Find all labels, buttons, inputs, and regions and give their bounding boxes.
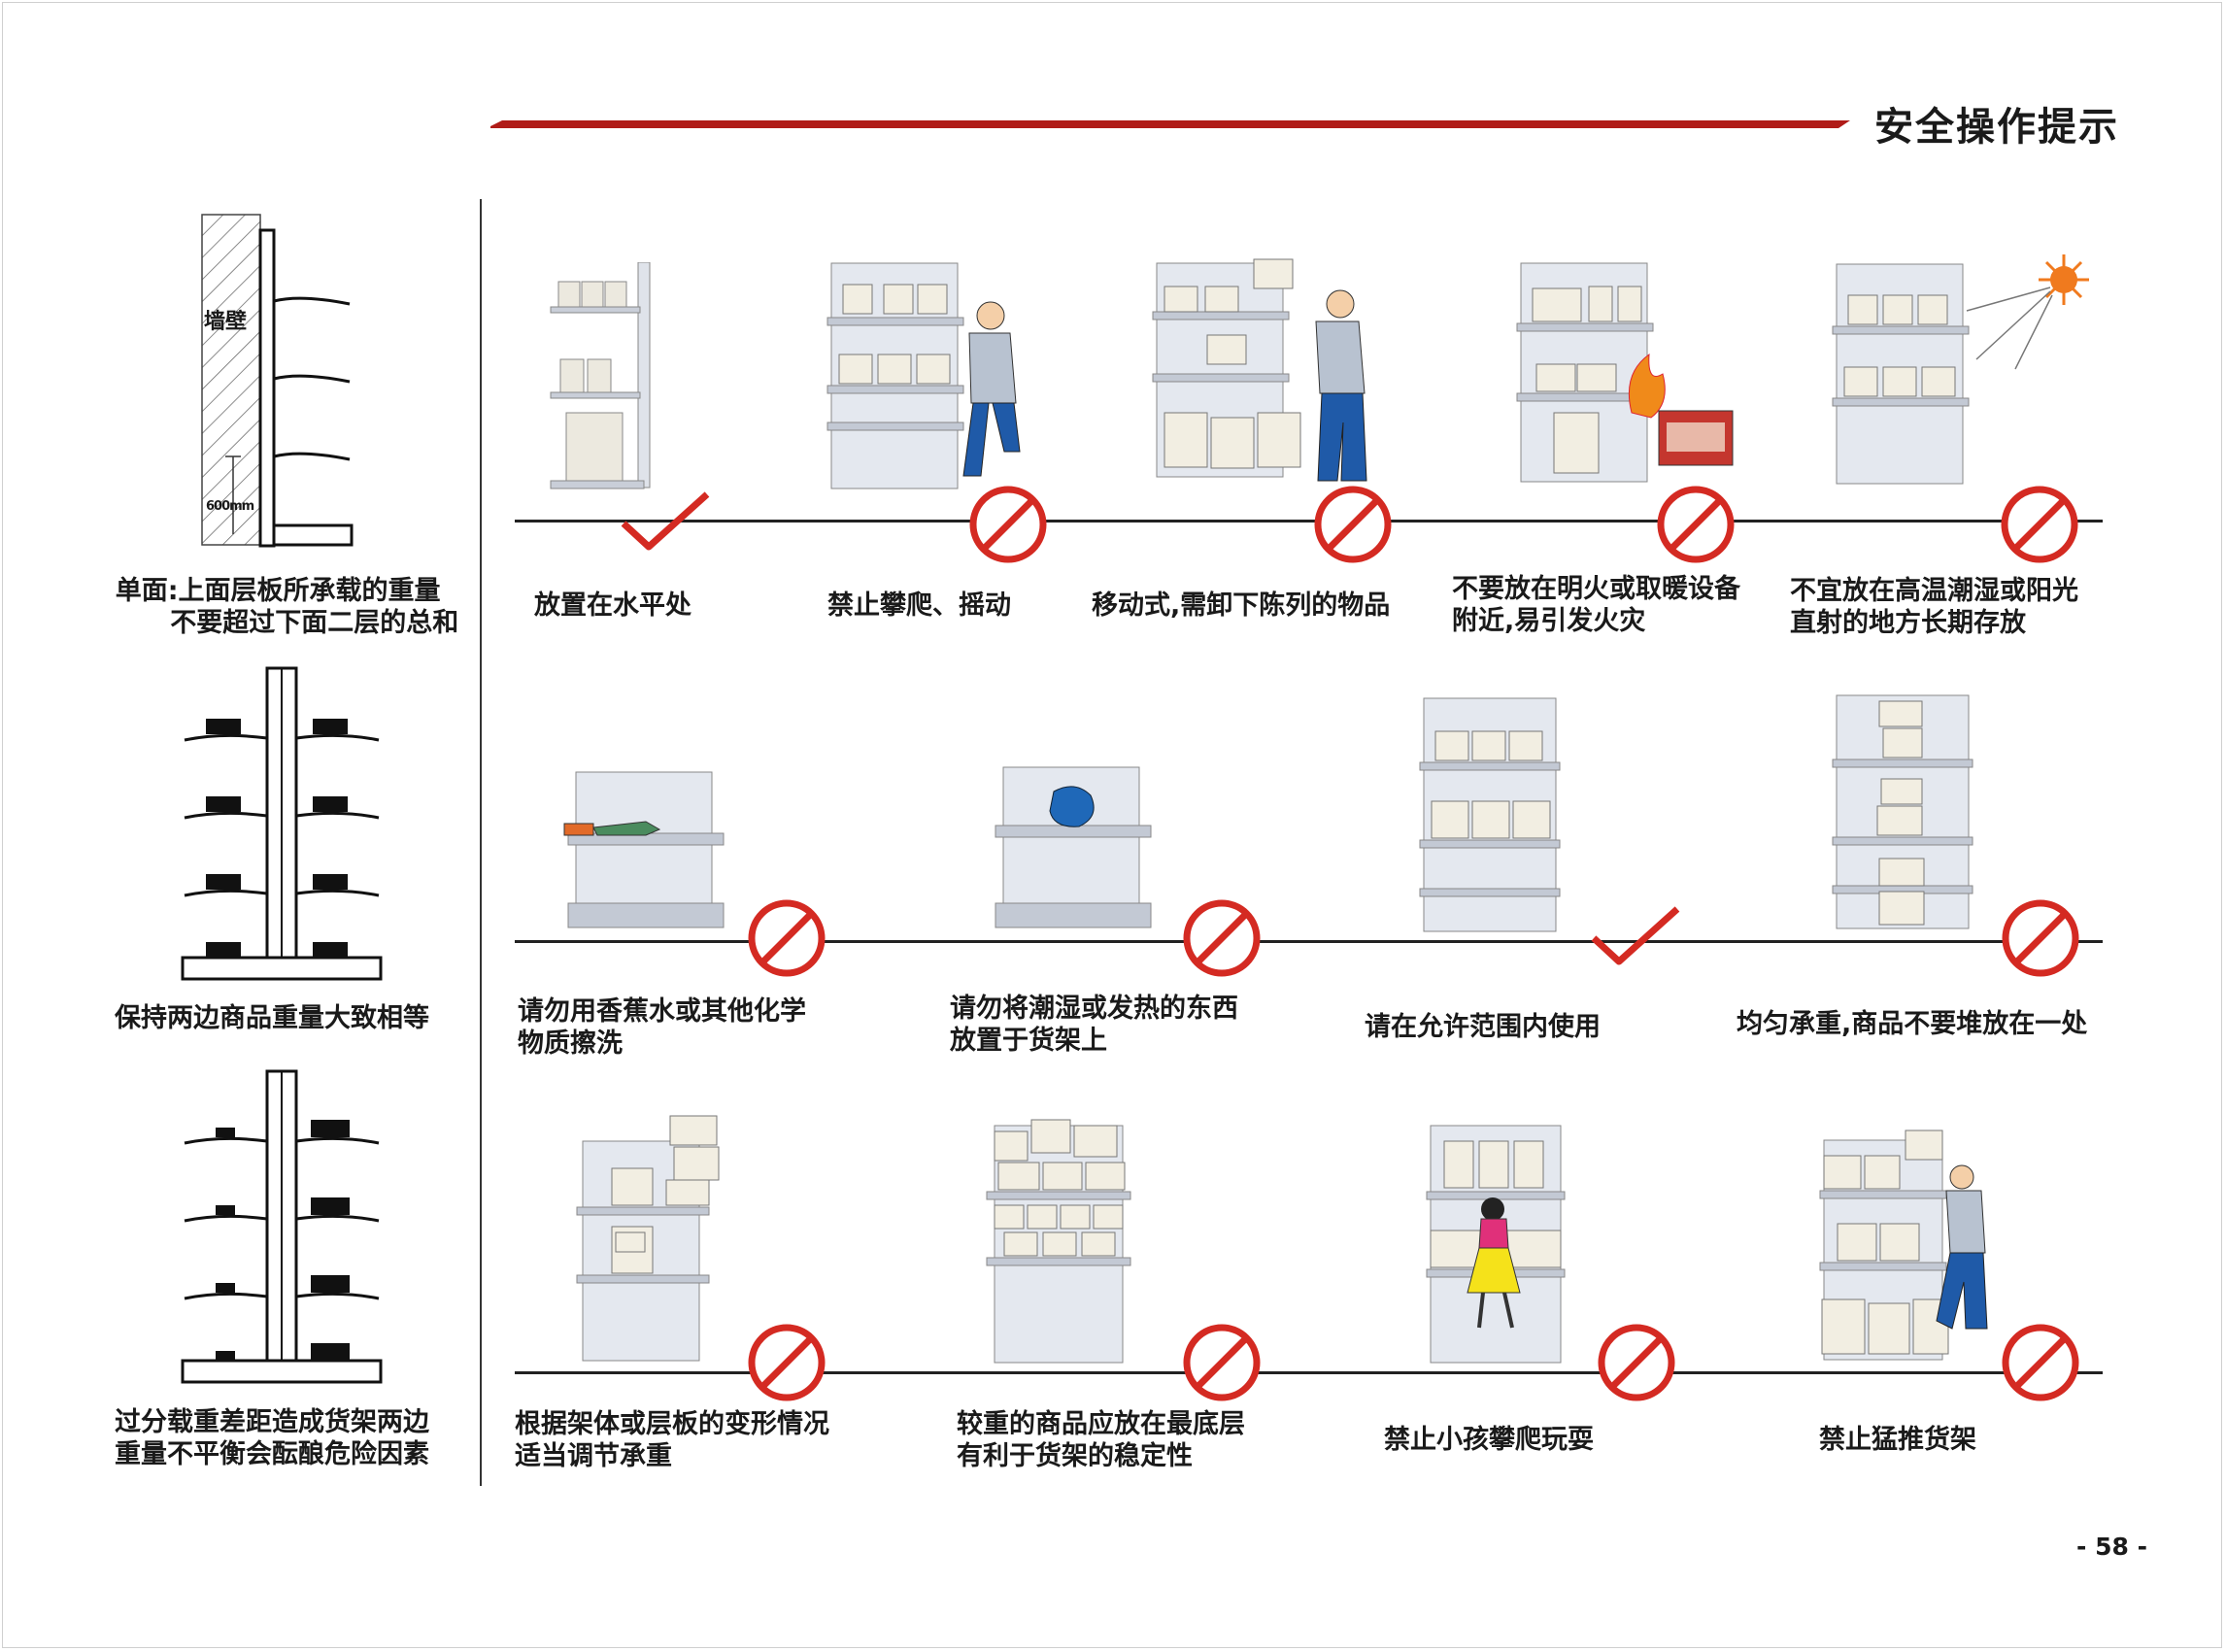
prohibited-icon xyxy=(1183,899,1261,977)
tip-caption-9: 均匀承重,商品不要堆放在一处 xyxy=(1737,1009,2088,1039)
prohibited-icon xyxy=(1598,1324,1675,1401)
prohibited-icon xyxy=(2001,486,2078,563)
wall-label: 墙壁 xyxy=(204,310,248,334)
permitted-load-illustration xyxy=(1419,697,1561,932)
tip-caption-1: 放置在水平处 xyxy=(534,590,691,621)
column-divider xyxy=(480,199,482,1486)
prohibited-icon xyxy=(969,486,1047,563)
deformation-load-illustration xyxy=(576,1115,720,1362)
unbalanced-shelf-diagram xyxy=(181,1069,383,1384)
check-icon xyxy=(621,491,710,551)
tip-caption-5: 不宜放在高温潮湿或阳光 直射的地方长期存放 xyxy=(1790,576,2078,638)
climbing-person-illustration xyxy=(826,262,1021,489)
prohibited-icon xyxy=(1183,1324,1261,1401)
chemical-cleaning-illustration xyxy=(563,771,725,928)
uneven-stacking-illustration xyxy=(1832,694,1973,929)
tip-caption-13: 禁止猛推货架 xyxy=(1819,1425,1976,1455)
balanced-shelf-diagram xyxy=(181,666,383,981)
heavy-bottom-illustration xyxy=(986,1119,1131,1364)
ground-line-row-1 xyxy=(515,520,2103,523)
wall-shelf-illustration xyxy=(550,262,651,489)
tip-caption-7: 请勿将潮湿或发热的东西 放置于货架上 xyxy=(950,994,1238,1056)
check-icon xyxy=(1591,906,1680,965)
tip-caption-12: 禁止小孩攀爬玩耍 xyxy=(1384,1425,1594,1455)
height-label: 600mm xyxy=(206,499,254,514)
pushing-shelf-illustration xyxy=(1819,1129,1988,1361)
tip-caption-3: 移动式,需卸下陈列的物品 xyxy=(1092,590,1391,621)
tip-caption-6: 请勿用香蕉水或其他化学 物质擦洗 xyxy=(518,996,806,1059)
left-caption-2: 保持两边商品重量大致相等 xyxy=(115,1003,429,1033)
child-climbing-illustration xyxy=(1426,1125,1566,1364)
page-number: - 58 - xyxy=(2076,1533,2147,1561)
sunlight-hazard-illustration xyxy=(1832,254,2089,485)
header-rule xyxy=(490,120,1850,128)
fire-hazard-illustration xyxy=(1516,262,1734,483)
tip-caption-2: 禁止攀爬、摇动 xyxy=(827,590,1011,621)
damp-items-illustration xyxy=(995,766,1152,928)
tip-caption-10: 根据架体或层板的变形情况 适当调节承重 xyxy=(515,1409,829,1471)
prohibited-icon xyxy=(748,1324,826,1401)
ground-line-row-2 xyxy=(515,940,2103,943)
tip-caption-4: 不要放在明火或取暖设备 附近,易引发火灾 xyxy=(1452,574,1740,636)
moving-shelf-illustration xyxy=(1152,258,1367,482)
prohibited-icon xyxy=(2002,1324,2079,1401)
ground-line-row-3 xyxy=(515,1371,2103,1374)
prohibited-icon xyxy=(2002,899,2079,977)
prohibited-icon xyxy=(748,899,826,977)
left-caption-1: 单面:上面层板所承载的重量 不要超过下面二层的总和 xyxy=(115,576,459,638)
page-title: 安全操作提示 xyxy=(1874,105,2119,150)
prohibited-icon xyxy=(1657,486,1735,563)
tip-caption-8: 请在允许范围内使用 xyxy=(1365,1012,1601,1042)
left-caption-3: 过分载重差距造成货架两边 重量不平衡会酝酿危险因素 xyxy=(115,1407,429,1469)
tip-caption-11: 较重的商品应放在最底层 有利于货架的稳定性 xyxy=(957,1409,1245,1471)
wall-shelf-diagram xyxy=(201,214,354,548)
prohibited-icon xyxy=(1314,486,1392,563)
